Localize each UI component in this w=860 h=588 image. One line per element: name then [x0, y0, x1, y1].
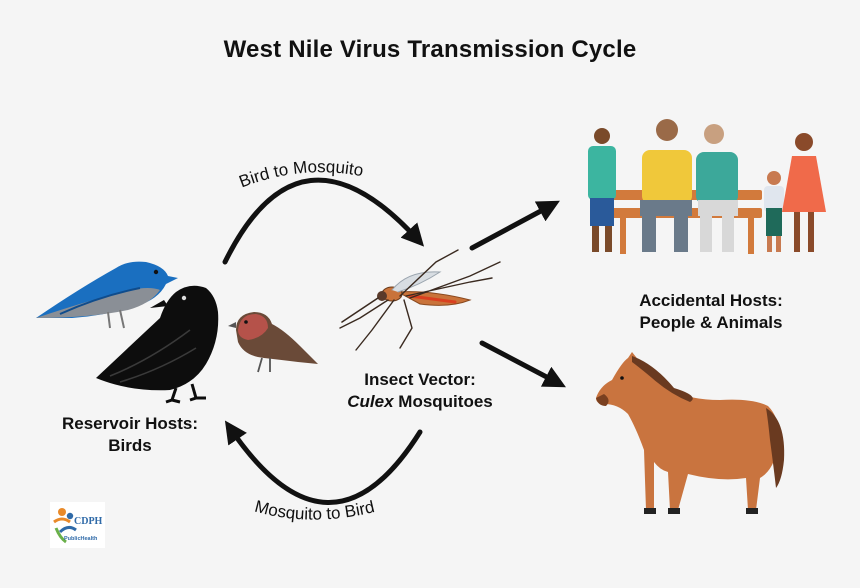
cdph-logo: CDPH PublicHealth — [50, 502, 105, 548]
cdph-logo-subtitle: PublicHealth — [64, 536, 98, 542]
label-reservoir-line1: Reservoir Hosts: — [61, 414, 199, 433]
diagram-title: West Nile Virus Transmission Cycle — [223, 36, 637, 63]
label-accidental-line1: Accidental Hosts: — [639, 291, 783, 310]
mosquito-illustration — [339, 249, 501, 351]
label-accidental-line2: People & Animals — [639, 313, 783, 332]
label-reservoir-hosts: Reservoir Hosts: Birds — [30, 413, 230, 457]
label-vector-line2: Culex Mosquitoes — [320, 391, 520, 413]
crow-illustration — [96, 285, 219, 404]
label-insect-vector: Insect Vector: Culex Mosquitoes — [320, 369, 520, 413]
cdph-logo-name: CDPH — [74, 516, 103, 527]
arrow-bird-to-mosquito — [222, 177, 425, 265]
finch-illustration — [228, 312, 318, 373]
bluebird-illustration — [36, 261, 178, 329]
label-vector-line1: Insect Vector: — [364, 370, 476, 389]
arrow-to-horse — [479, 340, 566, 388]
label-vector-genus: Culex — [347, 392, 394, 411]
horse-illustration — [596, 352, 785, 514]
arrow-mosquito-to-bird — [224, 420, 423, 505]
people-illustration — [588, 119, 826, 254]
arrow-to-people — [469, 200, 560, 251]
cdph-logo-icon — [53, 508, 77, 544]
label-reservoir-line2: Birds — [108, 436, 152, 455]
label-vector-rest: Mosquitoes — [393, 392, 493, 411]
label-accidental-hosts: Accidental Hosts: People & Animals — [606, 290, 816, 334]
